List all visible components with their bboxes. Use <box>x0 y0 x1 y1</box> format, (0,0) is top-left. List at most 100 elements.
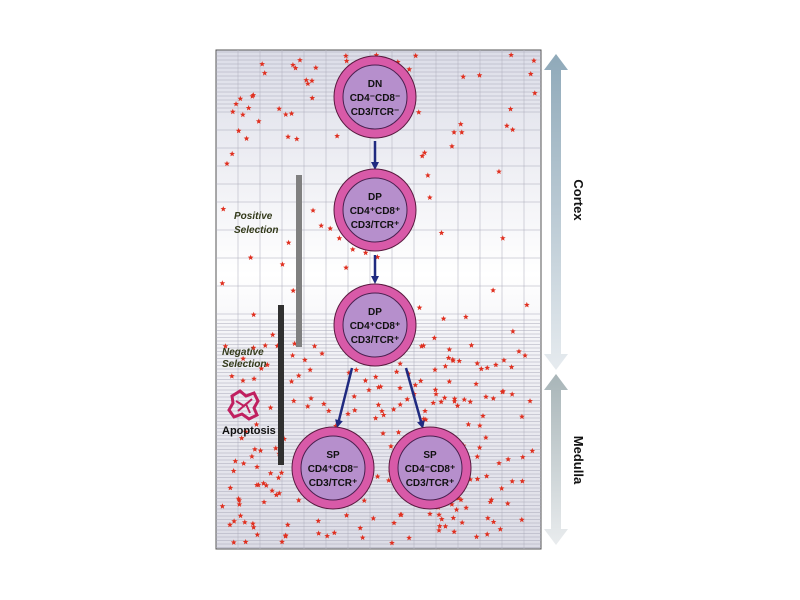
stroma-star <box>285 239 292 246</box>
cell-label-line: SP <box>326 450 340 461</box>
stroma-star <box>257 447 264 454</box>
stroma-star <box>245 105 252 111</box>
stroma-star <box>453 506 460 513</box>
stroma-star <box>262 342 269 348</box>
stroma-star <box>303 77 310 83</box>
stroma-star <box>372 415 379 421</box>
stroma-star <box>319 350 325 356</box>
stroma-star <box>372 374 379 380</box>
stroma-star <box>395 59 401 65</box>
stroma-star <box>516 348 522 354</box>
stroma-star <box>219 280 226 286</box>
stroma-star <box>240 460 247 466</box>
stroma-star <box>451 129 457 135</box>
stroma-star <box>251 375 257 382</box>
stroma-star <box>380 430 386 436</box>
stroma-star <box>457 121 464 127</box>
stroma-star <box>430 399 437 406</box>
stroma-star <box>284 521 291 528</box>
stroma-star <box>269 487 275 494</box>
stroma-star <box>496 460 502 466</box>
stroma-star <box>282 111 289 117</box>
stroma-star <box>436 523 443 529</box>
stroma-star <box>421 415 427 422</box>
stroma-star <box>279 261 286 267</box>
stroma-star <box>351 393 358 399</box>
stroma-star <box>276 490 283 496</box>
apoptosis-label: Apoptosis <box>222 425 276 437</box>
stroma-star <box>468 342 475 348</box>
stroma-star <box>236 501 243 507</box>
stroma-star <box>440 315 447 322</box>
stroma-star <box>254 463 260 470</box>
stroma-star <box>375 384 382 390</box>
stroma-star <box>288 378 295 384</box>
cell-label-line: DP <box>368 192 382 203</box>
stroma-star <box>446 378 453 384</box>
stroma-star <box>474 453 481 460</box>
stroma-star <box>264 361 271 368</box>
stroma-star <box>398 511 405 518</box>
stroma-star <box>425 172 431 178</box>
stroma-star <box>522 352 528 358</box>
stroma-star <box>467 398 474 405</box>
stroma-star <box>362 377 369 383</box>
cell-label-line: CD4⁺CD8⁺ <box>350 206 401 217</box>
stroma-star <box>278 469 285 476</box>
stroma-star <box>313 64 319 71</box>
stroma-star <box>243 135 250 141</box>
stroma-star <box>272 445 279 451</box>
stroma-star <box>458 129 465 135</box>
stroma-star <box>267 404 274 411</box>
stroma-star <box>493 361 499 368</box>
stroma-star <box>282 533 289 539</box>
stroma-star <box>519 454 526 460</box>
stroma-star <box>458 496 464 503</box>
stroma-star <box>315 530 322 536</box>
stroma-star <box>388 443 394 449</box>
stroma-star <box>397 385 403 391</box>
stroma-star <box>395 429 402 435</box>
stroma-star <box>518 516 525 523</box>
stroma-star <box>438 230 445 236</box>
stroma-star <box>269 331 276 338</box>
stroma-star <box>454 402 461 409</box>
cell-label-line: CD4⁺CD8⁺ <box>350 321 401 332</box>
stroma-star <box>390 406 397 412</box>
stroma-star <box>460 73 467 80</box>
stroma-star <box>490 519 497 525</box>
stroma-star <box>250 311 257 318</box>
stroma-star <box>261 70 268 76</box>
cell-nucleus <box>342 292 408 358</box>
stroma-star <box>509 126 516 133</box>
stroma-star <box>281 435 287 442</box>
cortex-label: Cortex <box>571 179 586 221</box>
stroma-star <box>285 133 291 140</box>
cell-label-line: CD4⁺CD8⁻ <box>308 464 359 475</box>
stroma-star <box>532 90 538 96</box>
stroma-star <box>232 458 239 464</box>
cell-label-line: DP <box>368 307 382 318</box>
stroma-star <box>250 344 257 351</box>
stroma-star <box>519 478 526 484</box>
stroma-star <box>393 368 400 375</box>
stroma-star <box>336 235 343 241</box>
stroma-star <box>467 476 474 482</box>
stroma-star <box>380 412 387 418</box>
cell-label-line: CD3/TCR⁺ <box>406 478 455 489</box>
stroma-star <box>484 364 491 371</box>
stroma-star <box>527 398 533 404</box>
stroma-star <box>488 496 495 503</box>
stroma-star <box>219 503 226 509</box>
stroma-star <box>318 222 325 229</box>
stroma-star <box>343 52 349 59</box>
stroma-star <box>295 372 302 379</box>
stroma-star <box>450 515 457 521</box>
stroma-star <box>227 521 233 528</box>
stroma-star <box>310 207 316 213</box>
stroma-star <box>259 61 265 67</box>
stroma-star <box>222 343 229 349</box>
stroma-star <box>220 206 227 212</box>
stroma-star <box>451 395 458 402</box>
